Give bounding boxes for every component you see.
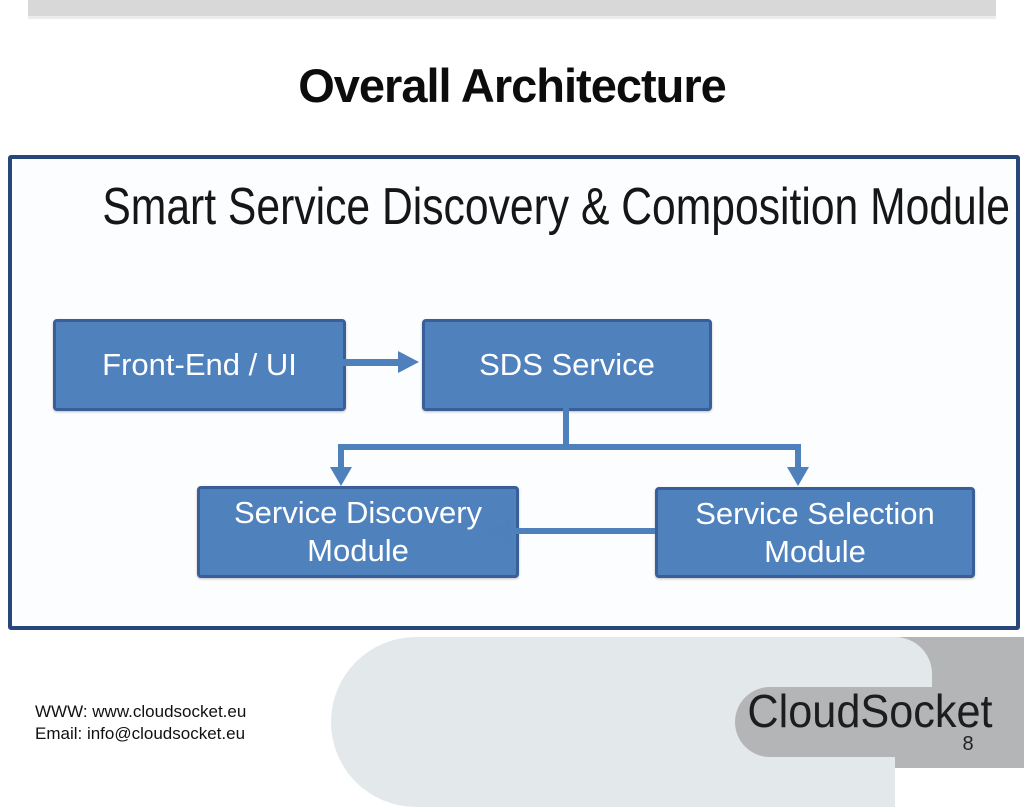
node-service-selection-module-label: Service Selection Module xyxy=(695,495,935,569)
node-service-discovery-module-label: Service Discovery Module xyxy=(233,495,483,568)
top-gray-strip-shadow xyxy=(28,16,996,19)
slide-title: Overall Architecture xyxy=(298,59,727,112)
page-number: 8 xyxy=(962,733,974,755)
top-gray-strip xyxy=(28,0,996,16)
architecture-panel: Smart Service Discovery & Composition Mo… xyxy=(8,155,1020,630)
node-sds-service: SDS Service xyxy=(422,319,712,411)
diagram-title: Smart Service Discovery & Composition Mo… xyxy=(102,178,1010,236)
node-front-end-ui: Front-End / UI xyxy=(53,319,346,411)
cloudsocket-logo: CloudSocket xyxy=(747,685,993,737)
node-service-selection-module: Service Selection Module xyxy=(655,487,975,578)
node-front-end-ui-label: Front-End / UI xyxy=(102,347,297,383)
footer-email: Email: info@cloudsocket.eu xyxy=(35,724,246,743)
node-sds-service-label: SDS Service xyxy=(479,347,655,383)
logo-dark-pill-shape xyxy=(735,687,1024,757)
node-service-discovery-module: Service Discovery Module xyxy=(197,486,519,578)
footer-contact: WWW: www.cloudsocket.eu Email: info@clou… xyxy=(35,701,246,745)
footer-www: WWW: www.cloudsocket.eu xyxy=(35,702,247,721)
